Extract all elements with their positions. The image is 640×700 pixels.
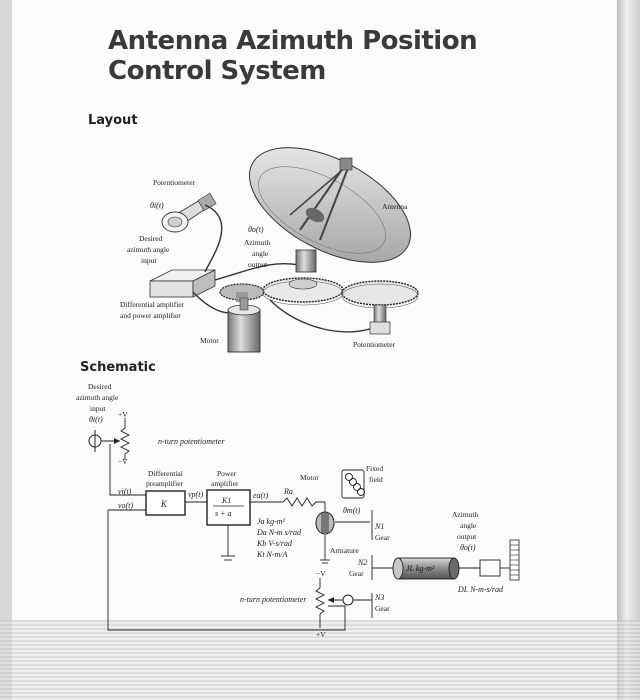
layout-potentiometer-label: Potentiometer [153, 178, 196, 187]
k1-denominator: s + a [215, 509, 232, 518]
gear1-label: Gear [375, 533, 390, 542]
load-jl-label: JL kg-m² [406, 564, 435, 573]
power-amp-line-1: Power [217, 469, 237, 478]
scan-band [0, 620, 640, 700]
title-line-2: Control System [108, 56, 326, 86]
input-potentiometer [161, 192, 217, 233]
bottom-plus-v-label: +V [316, 630, 326, 639]
layout-amp-line-2: and power amplifier [120, 311, 181, 320]
page-edge-shadow [617, 0, 640, 700]
vo-label: vo(t) [118, 501, 133, 510]
cable-amp-to-antenna [214, 262, 301, 281]
layout-motor-label: Motor [200, 336, 219, 345]
da-label: Da N-m s/rad [256, 528, 302, 537]
preamp-gain-block: K [145, 490, 186, 516]
fixed-field-line-2: field [369, 475, 383, 484]
layout-amp-line-1: Differential amplifier [120, 300, 185, 309]
field-coil-icon [341, 469, 365, 499]
gear-right [341, 280, 419, 335]
vi-label: vi(t) [118, 487, 132, 496]
layout-azimuth-line-1: Azimuth [244, 238, 270, 247]
top-nturn-pot-label: n-turn potentiometer [158, 437, 225, 446]
n2-label: N2 [357, 558, 367, 567]
power-amp-line-2: amplifier [211, 479, 239, 488]
schematic-desired-line-3: input [90, 404, 106, 413]
n1-label: N1 [374, 522, 384, 531]
layout-azimuth-line-2: angle [252, 249, 269, 258]
vp-label: vp(t) [188, 490, 203, 499]
layout-motor [227, 297, 261, 353]
layout-heading: Layout [88, 113, 138, 128]
schematic-azimuth-line-1: Azimuth [452, 510, 478, 519]
motor-armature [315, 511, 335, 535]
top-plus-v-label: +V [118, 410, 128, 419]
cable-pot2-to-amp [269, 299, 381, 333]
wall-hatch [509, 539, 520, 581]
armature-label: Armature [330, 546, 359, 555]
kt-label: Kt N-m/A [256, 550, 288, 559]
layout-azimuth-line-3: output [248, 260, 268, 269]
layout-theta-i-label: θi(t) [150, 201, 164, 210]
layout-theta-o-label: θo(t) [248, 225, 264, 234]
amplifier-box [149, 269, 216, 298]
schematic-azimuth-line-2: angle [460, 521, 477, 530]
k1-numerator: K1 [221, 496, 231, 505]
dl-label: DL N-m-s/rad [457, 585, 504, 594]
schematic-desired-line-1: Desired [88, 382, 112, 391]
textbook-page [12, 0, 617, 700]
input-knob-icon [88, 430, 102, 452]
bottom-pot-wiper-arrow [328, 597, 334, 603]
ja-label: Ja kg-m² [257, 517, 286, 526]
schematic-azimuth-line-3: output [457, 532, 477, 541]
layout-antenna-label: Antenna [382, 202, 408, 211]
ea-label: ea(t) [253, 491, 268, 500]
gear3-label: Gear [375, 604, 390, 613]
antenna-dish [248, 147, 412, 273]
gear-center [262, 277, 344, 306]
title-line-1: Antenna Azimuth Position [108, 26, 478, 56]
motor-label: Motor [300, 473, 319, 482]
bottom-nturn-pot-label: n-turn potentiometer [240, 595, 307, 604]
layout-desired-line-1: Desired [139, 234, 163, 243]
layout-potentiometer-bottom-label: Potentiometer [353, 340, 396, 349]
layout-desired-line-2: azimuth angle [127, 245, 170, 254]
schematic-heading: Schematic [80, 360, 156, 375]
kb-label: Kb V-s/rad [256, 539, 293, 548]
bottom-minus-v-label: −V [316, 569, 326, 578]
power-amp-block: K1 s + a [206, 489, 251, 526]
gain-k-label: K [160, 499, 168, 509]
fixed-field-line-1: Fixed [366, 464, 383, 473]
load-inertia: JL kg-m² [392, 557, 460, 580]
n3-label: N3 [374, 593, 384, 602]
schematic-wires [95, 418, 510, 631]
layout-desired-line-3: input [141, 256, 157, 265]
cable-pot-to-amp [204, 204, 223, 273]
top-minus-v-label: −V [118, 457, 128, 466]
output-knob-icon [342, 594, 354, 606]
schematic-theta-i-label: θi(t) [89, 415, 103, 424]
theta-m-label: θm(t) [343, 506, 361, 515]
pot-wiper-arrow [114, 438, 120, 444]
diff-preamp-line-1: Differential [148, 469, 183, 478]
diff-preamp-line-2: preamplifier [146, 479, 184, 488]
ra-label: Ra [283, 487, 293, 496]
schematic-theta-o-label: θo(t) [460, 543, 476, 552]
gear2-label: Gear [349, 569, 364, 578]
schematic-desired-line-2: azimuth angle [76, 393, 119, 402]
page-title: Antenna Azimuth Position Control System [108, 26, 478, 86]
